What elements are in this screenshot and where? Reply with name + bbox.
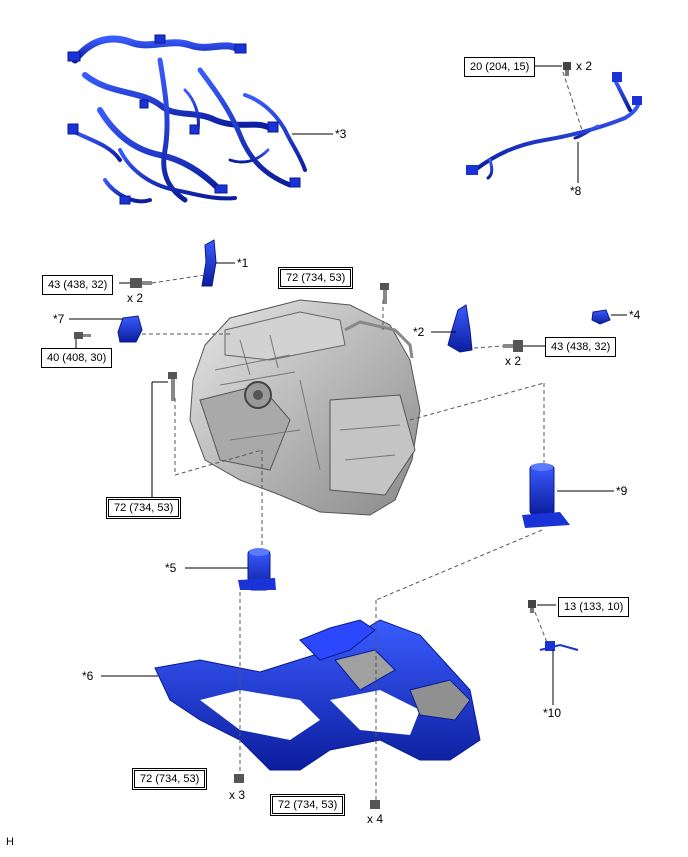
bracket-1 — [201, 239, 217, 287]
cover-4 — [591, 309, 611, 325]
leader-lines — [69, 65, 627, 705]
figure-code: H — [6, 836, 14, 848]
bracket-2 — [447, 304, 473, 353]
callout-10: *10 — [543, 706, 562, 720]
bracket-7 — [117, 315, 143, 343]
engine-transaxle-assembly — [189, 299, 421, 516]
callout-8: *8 — [570, 184, 582, 198]
torque-spec-sub-harness: 20 (204, 15) — [464, 57, 536, 77]
callout-9: *9 — [616, 484, 628, 498]
sub-wire-harness-connectors — [466, 72, 642, 175]
engine-mount-5 — [238, 548, 276, 591]
torque-spec-bracket-1: 43 (438, 32) — [42, 275, 114, 295]
front-suspension-crossmember — [154, 619, 481, 771]
quantity-bottom-center-nut: x 4 — [367, 812, 384, 826]
engine-mount-9 — [522, 463, 570, 528]
torque-spec-bottom-left: 72 (734, 53) — [132, 768, 208, 790]
engine-wire-harness — [68, 35, 307, 204]
quantity-bracket-1-bolt: x 2 — [127, 291, 144, 305]
callout-7: *7 — [53, 312, 65, 326]
sensor-10 — [539, 641, 579, 651]
callout-1: *1 — [237, 256, 249, 270]
torque-spec-sensor: 13 (133, 10) — [558, 597, 630, 617]
engine-wire-harness-connectors — [67, 34, 301, 205]
callout-6: *6 — [82, 669, 94, 683]
callout-4: *4 — [629, 308, 641, 322]
bolt-sensor — [528, 600, 536, 613]
bolt-sub-harness — [563, 62, 571, 76]
bolts — [74, 278, 523, 809]
quantity-bracket-2-bolt: x 2 — [505, 354, 522, 368]
callout-5: *5 — [165, 561, 177, 575]
torque-spec-bracket-7: 40 (408, 30) — [41, 348, 113, 368]
dashed-alignment-lines — [142, 71, 583, 800]
torque-spec-center-top: 72 (734, 53) — [278, 267, 354, 289]
torque-spec-left-mount: 72 (734, 53) — [106, 497, 182, 519]
quantity-bottom-left-nut: x 3 — [229, 788, 246, 802]
torque-spec-bottom-center: 72 (734, 53) — [270, 794, 346, 816]
torque-spec-bracket-2: 43 (438, 32) — [545, 337, 617, 357]
sub-wire-harness — [473, 78, 641, 180]
callout-2: *2 — [413, 325, 425, 339]
quantity-sub-harness-bolt: x 2 — [576, 59, 593, 73]
callout-3: *3 — [335, 127, 347, 141]
